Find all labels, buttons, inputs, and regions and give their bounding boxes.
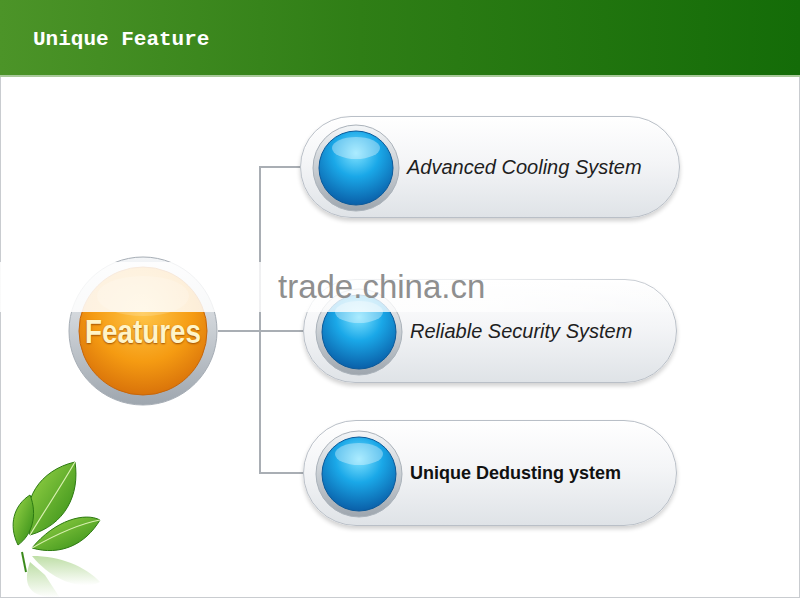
title-bar: Unique Feature [0,0,800,77]
feature-pill: Unique Dedusting ystem [303,420,677,526]
watermark: trade.china.cn [278,268,485,306]
leaf-reflection [27,562,60,598]
blue-sphere [319,131,393,205]
sphere-highlight [332,137,380,159]
feature-label: Unique Dedusting ystem [410,463,621,484]
sphere-highlight [335,443,383,465]
blue-sphere [322,437,396,511]
bracket-connector [218,331,303,473]
sphere-ring [313,125,399,211]
leaf [32,517,100,551]
sphere-icon [301,117,401,219]
leaf-vein [32,520,100,548]
feature-label: Reliable Security System [410,320,632,343]
sphere-icon [304,421,404,527]
leaf-illustration [13,462,100,598]
feature-label: Advanced Cooling System [407,156,642,179]
leaf-stem [22,552,26,572]
hub-label: Features [85,312,201,351]
slide-title: Unique Feature [33,28,209,51]
sphere-ring [316,431,402,517]
leaf [13,495,33,545]
feature-pill: Advanced Cooling System [300,116,680,218]
